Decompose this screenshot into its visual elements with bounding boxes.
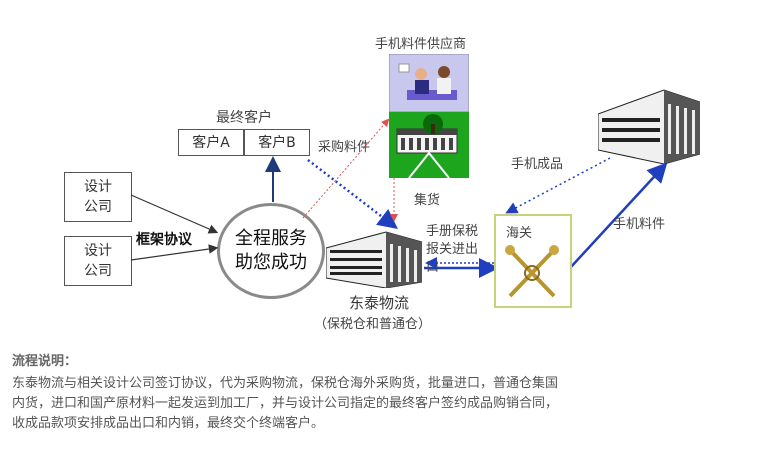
final-customer-label: 最终客户	[216, 110, 272, 126]
customs-box: 海关	[494, 214, 572, 308]
manual-bonded-line-2: 报关进出	[426, 242, 479, 257]
logistics-building-image	[325, 220, 423, 289]
manual-bonded-line-1: 手册保税	[426, 224, 479, 239]
arrow-design2-to-center	[130, 244, 219, 261]
design-company-box-1: 设计 公司	[64, 172, 132, 222]
arrow-supplier-logistics-blue	[307, 159, 398, 230]
phone-materials-label: 手机料件	[613, 217, 666, 232]
finished-phones-label: 手机成品	[511, 157, 564, 172]
company-subtitle: （保税仓和普通仓）	[314, 317, 432, 332]
description-line-3: 收成品款项安排成品出口和内销，最终交个终端客户。	[12, 416, 325, 431]
arrow-design1-to-center	[130, 194, 219, 234]
consolidation-label: 集货	[414, 193, 441, 208]
design-company-2-line-1: 设计	[84, 243, 112, 259]
purchase-materials-label: 采购料件	[318, 140, 371, 155]
description-title: 流程说明：	[12, 354, 78, 369]
framework-agreement-label: 框架协议	[136, 232, 192, 248]
arrow-factory-to-customs	[505, 157, 611, 214]
design-company-1-line-2: 公司	[84, 199, 112, 215]
design-company-2-line-2: 公司	[84, 263, 112, 279]
factory-building-image	[597, 80, 701, 165]
center-service-line-1: 全程服务	[235, 228, 307, 249]
design-company-1-line-1: 设计	[84, 179, 112, 195]
supplier-label: 手机料件供应商	[375, 37, 467, 52]
manual-bonded-label: 手册保税 报关进出 口	[426, 223, 478, 277]
description-line-2: 内货，进口和国产原材料一起发运到加工厂，并与设计公司指定的最终客户签约成品购销合…	[12, 396, 559, 411]
arrow-customs-to-factory	[569, 162, 668, 269]
description-line-1: 东泰物流与相关设计公司签订协议，代为采购物流，保税仓海外采购货，批量进口，普通仓…	[12, 376, 559, 391]
customs-emblem-icon	[505, 245, 559, 298]
customer-a-box: 客户A	[178, 129, 244, 156]
customs-label: 海关	[506, 226, 533, 241]
company-name: 东泰物流	[349, 294, 410, 312]
arrow-purchase-red	[302, 118, 390, 219]
manual-bonded-line-3: 口	[426, 260, 440, 275]
design-company-box-2: 设计 公司	[64, 236, 132, 286]
customer-b-box: 客户B	[244, 129, 310, 156]
center-service-line-2: 助您成功	[235, 252, 307, 273]
center-service-circle: 全程服务 助您成功	[217, 203, 325, 299]
